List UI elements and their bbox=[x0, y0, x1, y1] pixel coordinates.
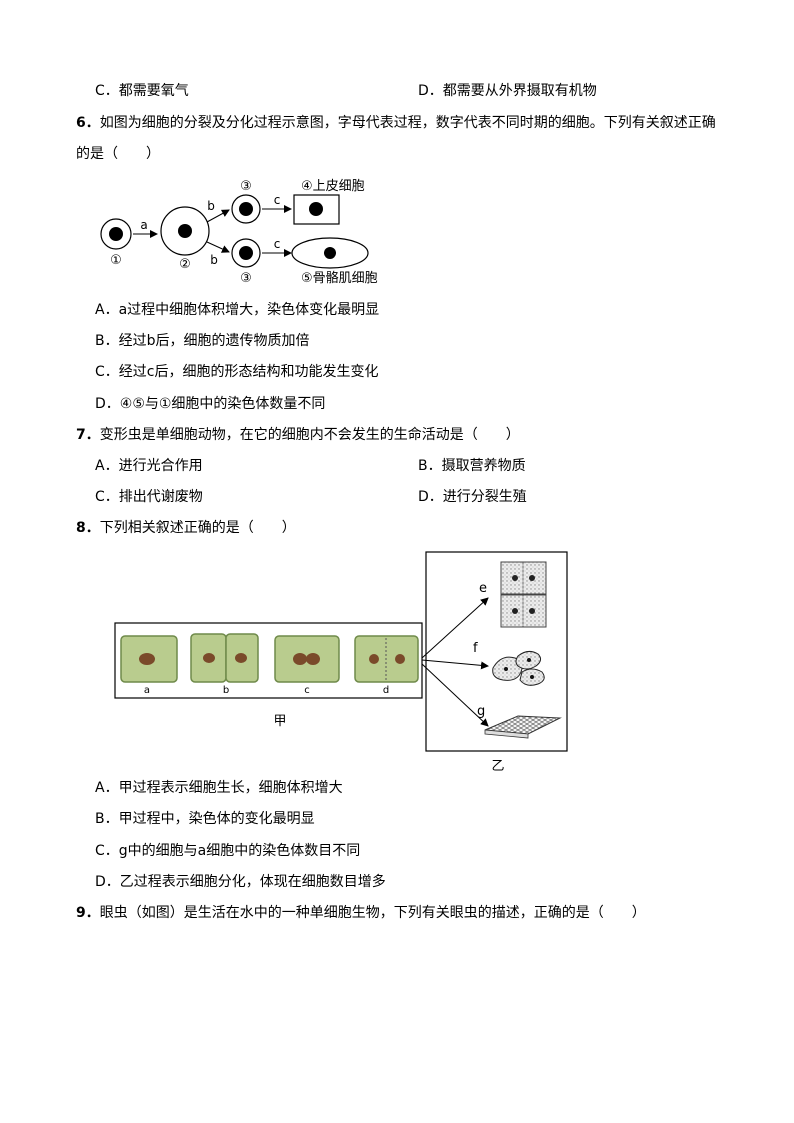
cell-e-nucleus-1 bbox=[512, 575, 518, 581]
cell-b-right-nucleus bbox=[235, 653, 247, 663]
label-5: ⑤骨骼肌细胞 bbox=[301, 270, 378, 286]
arrow-c-top-label: c bbox=[274, 193, 281, 207]
cell-3-bottom-nucleus bbox=[239, 246, 253, 260]
q7-option-a: A．进行光合作用 bbox=[95, 458, 203, 474]
q7-option-c: C．排出代谢废物 bbox=[95, 489, 203, 505]
q6-option-a: A．a过程中细胞体积增大，染色体变化最明显 bbox=[95, 302, 380, 318]
cell-4-nucleus bbox=[309, 202, 323, 216]
tissue-g-edge bbox=[484, 729, 529, 739]
option-c-prev: C．都需要氧气 bbox=[95, 83, 189, 99]
question-8-stem-text: 下列相关叙述正确的是（ ） bbox=[99, 520, 296, 536]
q8-option-b: B．甲过程中，染色体的变化最明显 bbox=[95, 811, 315, 827]
cell-c-label: c bbox=[304, 685, 310, 696]
cell-f-nucleus-3 bbox=[530, 675, 534, 679]
label-4: ④上皮细胞 bbox=[301, 179, 365, 194]
arrow-to-f bbox=[421, 659, 489, 670]
cell-f-nucleus-1 bbox=[504, 667, 508, 671]
cell-f-nucleus-2 bbox=[527, 658, 531, 662]
cell-a-label: a bbox=[144, 685, 150, 696]
question-9-stem-text: 眼虫（如图）是生活在水中的一种单细胞生物，下列有关眼虫的描述，正确的是（ ） bbox=[99, 905, 646, 921]
arrow-to-g bbox=[421, 663, 489, 727]
question-6-stem-text: 如图为细胞的分裂及分化过程示意图，字母代表过程，数字代表不同时期的细胞。下列有关… bbox=[99, 115, 716, 131]
question-9-stem: 9．眼虫（如图）是生活在水中的一种单细胞生物，下列有关眼虫的描述，正确的是（ ） bbox=[76, 903, 646, 923]
arrow-to-e bbox=[421, 597, 489, 659]
arrow-c-bottom-label: c bbox=[274, 237, 281, 251]
cell-b-left-nucleus bbox=[203, 653, 215, 663]
arrow-b-top-label: b bbox=[207, 199, 215, 213]
cell-5-nucleus bbox=[324, 247, 336, 259]
question-7-stem-text: 变形虫是单细胞动物，在它的细胞内不会发生的生命活动是（ ） bbox=[99, 427, 520, 443]
cell-d-nucleus-left bbox=[369, 654, 379, 664]
question-6-stem-line1: 6．如图为细胞的分裂及分化过程示意图，字母代表过程，数字代表不同时期的细胞。下列… bbox=[76, 113, 716, 133]
cell-e-nucleus-2 bbox=[529, 575, 535, 581]
cell-3-top-nucleus bbox=[239, 202, 253, 216]
arrow-a-label: a bbox=[140, 218, 147, 232]
question-7-number: 7． bbox=[76, 427, 100, 443]
question-8-stem: 8．下列相关叙述正确的是（ ） bbox=[76, 518, 296, 538]
option-d-prev: D．都需要从外界摄取有机物 bbox=[418, 83, 597, 99]
cell-2-nucleus bbox=[178, 224, 192, 238]
cell-c-nucleus-bridge bbox=[299, 657, 315, 661]
cell-e-top-left bbox=[500, 561, 547, 595]
label-1: ① bbox=[110, 253, 122, 268]
cell-d-label: d bbox=[383, 685, 389, 696]
label-e: e bbox=[479, 581, 487, 596]
question-8-number: 8． bbox=[76, 520, 100, 536]
label-f: f bbox=[473, 641, 478, 656]
question-7-stem: 7．变形虫是单细胞动物，在它的细胞内不会发生的生命活动是（ ） bbox=[76, 425, 520, 445]
q7-option-b: B．摄取营养物质 bbox=[418, 458, 526, 474]
q8-option-a: A．甲过程表示细胞生长，细胞体积增大 bbox=[95, 780, 343, 796]
cell-e-bottom-left bbox=[500, 594, 547, 628]
question-6-number: 6． bbox=[76, 115, 100, 131]
q7-option-d: D．进行分裂生殖 bbox=[418, 489, 527, 505]
cell-b-label: b bbox=[223, 685, 229, 696]
panel-jia-label: 甲 bbox=[273, 714, 286, 729]
cell-e-nucleus-3 bbox=[512, 608, 518, 614]
question-6-stem-line2: 的是（ ） bbox=[76, 146, 160, 162]
label-2: ② bbox=[179, 257, 191, 272]
arrow-b-bottom-label: b bbox=[210, 253, 218, 267]
arrow-b-bottom bbox=[206, 241, 230, 253]
q6-option-b: B．经过b后，细胞的遗传物质加倍 bbox=[95, 333, 310, 349]
question-9-number: 9． bbox=[76, 905, 100, 921]
q8-option-c: C．g中的细胞与a细胞中的染色体数目不同 bbox=[95, 843, 361, 859]
label-3-top: ③ bbox=[240, 179, 252, 194]
label-g: g bbox=[477, 704, 485, 719]
panel-yi-label: 乙 bbox=[491, 759, 504, 774]
label-3-bottom: ③ bbox=[240, 271, 252, 286]
cell-1-nucleus bbox=[109, 227, 123, 241]
cell-growth-differentiation-figure: a b c d 甲 e f g 乙 bbox=[114, 551, 568, 774]
cell-e-nucleus-4 bbox=[529, 608, 535, 614]
cell-a-nucleus bbox=[139, 653, 155, 665]
cell-division-diagram: ① a ② b b ③ ③ c c ④上皮细胞 ⑤骨骼肌细胞 bbox=[100, 179, 378, 286]
q6-option-c: C．经过c后，细胞的形态结构和功能发生变化 bbox=[95, 364, 379, 380]
arrow-b-top bbox=[206, 209, 230, 223]
q6-option-d: D．④⑤与①细胞中的染色体数量不同 bbox=[95, 396, 326, 412]
cell-d-nucleus-right bbox=[395, 654, 405, 664]
q8-option-d: D．乙过程表示细胞分化，体现在细胞数目增多 bbox=[95, 874, 386, 890]
